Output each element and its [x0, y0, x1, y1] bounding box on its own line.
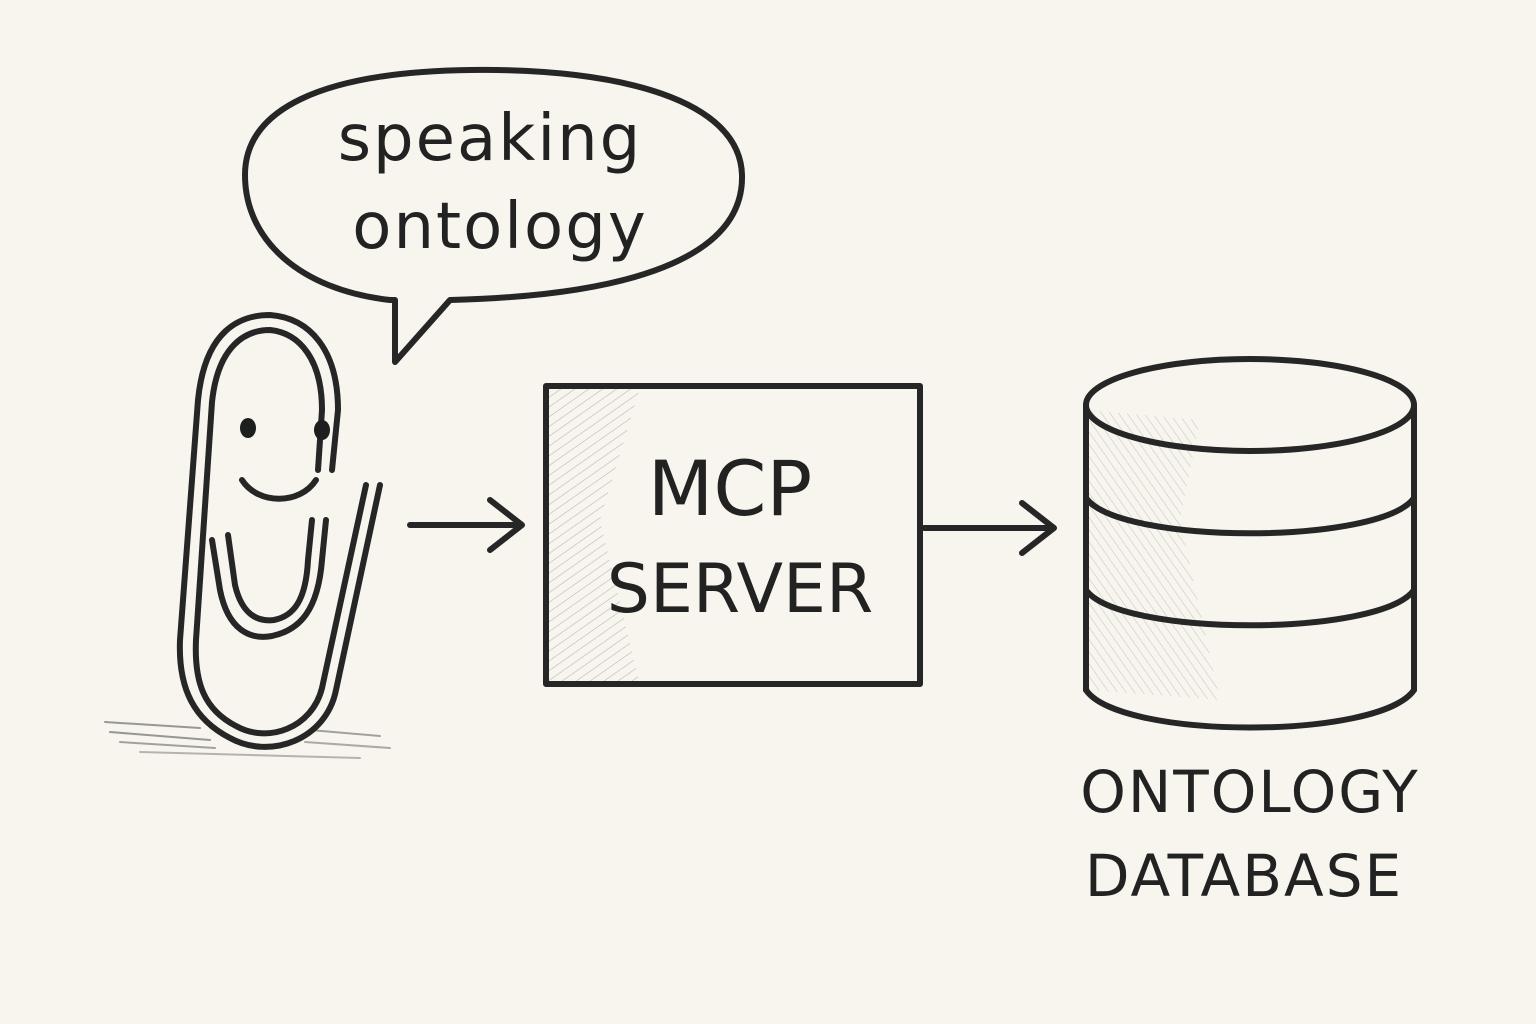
paperclip-outer-wire	[176, 312, 383, 750]
paperclip-outer-wire-inner	[192, 327, 369, 737]
speech-bubble-outline	[242, 66, 746, 365]
arrow-to-database-icon	[921, 500, 1057, 556]
database-label-line2: DATABASE	[1085, 842, 1403, 910]
speech-bubble-line2: ontology	[352, 190, 647, 264]
paperclip-left-eye	[240, 418, 256, 438]
mcp-server-line1: MCP	[648, 444, 812, 533]
paperclip-inner-wire-inner	[225, 517, 315, 624]
database-icon: ONTOLOGY DATABASE	[1080, 356, 1420, 910]
paperclip-shadow	[104, 721, 391, 759]
mcp-server-outline	[543, 383, 923, 687]
database-ring-1	[1083, 495, 1417, 537]
paperclip-inner-wire	[209, 517, 329, 640]
database-shading	[1088, 410, 1220, 700]
mcp-server-shading	[548, 388, 640, 684]
database-bottom	[1083, 687, 1417, 731]
paperclip-smile	[239, 477, 319, 502]
paperclip-character-icon	[104, 312, 391, 759]
speech-bubble: speaking ontology	[242, 66, 746, 365]
mcp-server-box: MCP SERVER	[543, 383, 923, 687]
arrow-to-server-icon	[407, 497, 525, 553]
speech-bubble-line1: speaking	[338, 102, 643, 176]
database-ring-2	[1083, 587, 1417, 629]
paperclip-right-eye	[314, 420, 330, 440]
database-top	[1083, 356, 1417, 454]
mcp-server-line2: SERVER	[607, 550, 873, 629]
database-label-line1: ONTOLOGY	[1080, 758, 1420, 826]
